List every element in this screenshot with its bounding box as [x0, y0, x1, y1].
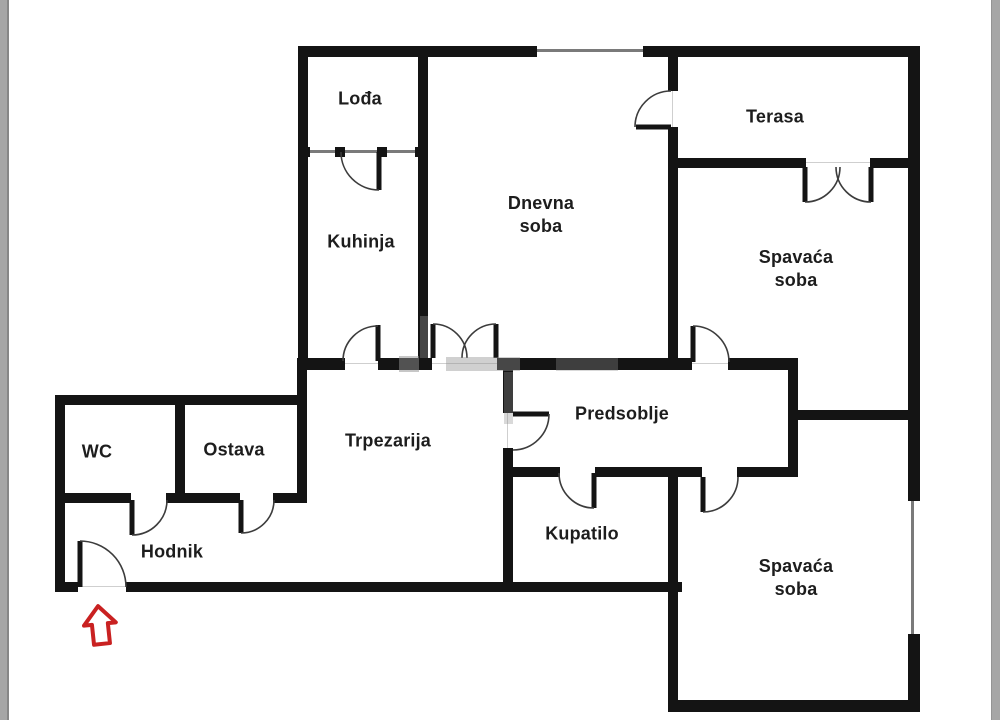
- room-label-line: Dnevna: [507, 193, 575, 213]
- double-door-living-room: [430, 323, 499, 359]
- window-loggia: [308, 150, 418, 153]
- wall-segment: [870, 158, 920, 168]
- wall-segment: [737, 467, 798, 477]
- room-label-spavaca-soba-top: Spavaća soba: [759, 246, 833, 292]
- threshold: [432, 363, 497, 364]
- room-label-dnevna-soba: Dnevna soba: [508, 192, 574, 238]
- threshold: [806, 162, 870, 163]
- wall-segment: [418, 46, 428, 370]
- room-label-kupatilo: Kupatilo: [545, 523, 619, 544]
- window-sill-mark: [908, 634, 920, 643]
- room-label-hodnik: Hodnik: [140, 541, 204, 562]
- room-label-ostava: Ostava: [203, 439, 265, 460]
- right-edge-strip: [991, 0, 1000, 720]
- wall-segment: [298, 46, 533, 57]
- wall-segment: [668, 467, 678, 712]
- room-label-line: Spavaća: [758, 556, 834, 576]
- room-label-kuhinja: Kuhinja: [327, 231, 395, 252]
- room-label-line: soba: [774, 270, 818, 290]
- watermark-blotch: [399, 356, 419, 372]
- wall-segment: [668, 700, 920, 712]
- wall-segment: [497, 358, 692, 370]
- french-door-terrace-bedroom: [802, 166, 874, 203]
- room-label-line: soba: [774, 579, 818, 599]
- wall-segment: [297, 358, 307, 503]
- wall-segment: [55, 582, 78, 592]
- room-label-spavaca-soba-bottom: Spavaća soba: [759, 555, 833, 601]
- threshold: [80, 586, 126, 587]
- door-bedroom-bottom: [700, 476, 739, 513]
- window-sill-mark: [415, 147, 425, 157]
- door-kitchen: [342, 325, 381, 362]
- wall-segment: [298, 46, 308, 370]
- wall-segment: [668, 127, 678, 370]
- door-loggia: [340, 151, 382, 191]
- wall-segment: [175, 400, 185, 498]
- window-top: [533, 49, 648, 52]
- window-sill-mark: [335, 147, 345, 157]
- window-right: [911, 497, 914, 638]
- room-label-line: soba: [519, 216, 563, 236]
- window-sill-mark: [377, 147, 387, 157]
- door-wc: [129, 499, 168, 536]
- window-sill-mark: [527, 46, 537, 57]
- wall-segment: [273, 493, 307, 503]
- threshold: [672, 91, 673, 127]
- wall-segment: [55, 395, 65, 592]
- wall-segment: [595, 467, 702, 477]
- watermark-blotch: [504, 372, 513, 424]
- wall-segment: [503, 467, 560, 477]
- wall-segment: [126, 582, 682, 592]
- wall-segment: [166, 493, 240, 503]
- wall-segment: [668, 158, 806, 168]
- wall-segment: [668, 46, 678, 91]
- wall-segment: [55, 493, 131, 503]
- window-sill-mark: [643, 46, 653, 57]
- room-label-loda: Lođa: [338, 88, 382, 109]
- left-edge-strip: [0, 0, 9, 720]
- door-storage: [238, 499, 275, 534]
- room-label-terasa: Terasa: [746, 106, 804, 127]
- threshold: [692, 363, 728, 364]
- threshold: [507, 413, 508, 448]
- window-sill-mark: [908, 492, 920, 501]
- room-label-line: Spavaća: [758, 247, 834, 267]
- window-sill-mark: [300, 147, 310, 157]
- door-bathroom: [558, 472, 597, 509]
- door-terrace: [634, 90, 672, 130]
- room-label-predsoblje: Predsoblje: [574, 403, 670, 424]
- watermark-blotch: [446, 357, 520, 371]
- wall-segment: [648, 46, 920, 57]
- wall-segment: [503, 448, 513, 592]
- wall-segment: [788, 362, 798, 477]
- room-label-trpezarija: Trpezarija: [344, 430, 432, 451]
- wall-segment: [298, 358, 345, 370]
- threshold: [345, 363, 378, 364]
- door-hallway: [512, 411, 550, 451]
- door-entrance: [77, 540, 127, 588]
- wall-segment: [798, 410, 920, 420]
- watermark-blotch: [420, 316, 428, 358]
- watermark-blotch: [556, 358, 618, 371]
- wall-segment: [908, 638, 920, 712]
- entrance-arrow-icon: [81, 604, 118, 647]
- wall-segment: [908, 46, 920, 497]
- wall-segment: [728, 358, 798, 370]
- room-label-wc: WC: [81, 441, 113, 462]
- wall-segment: [503, 358, 513, 413]
- door-bedroom-top: [690, 325, 730, 363]
